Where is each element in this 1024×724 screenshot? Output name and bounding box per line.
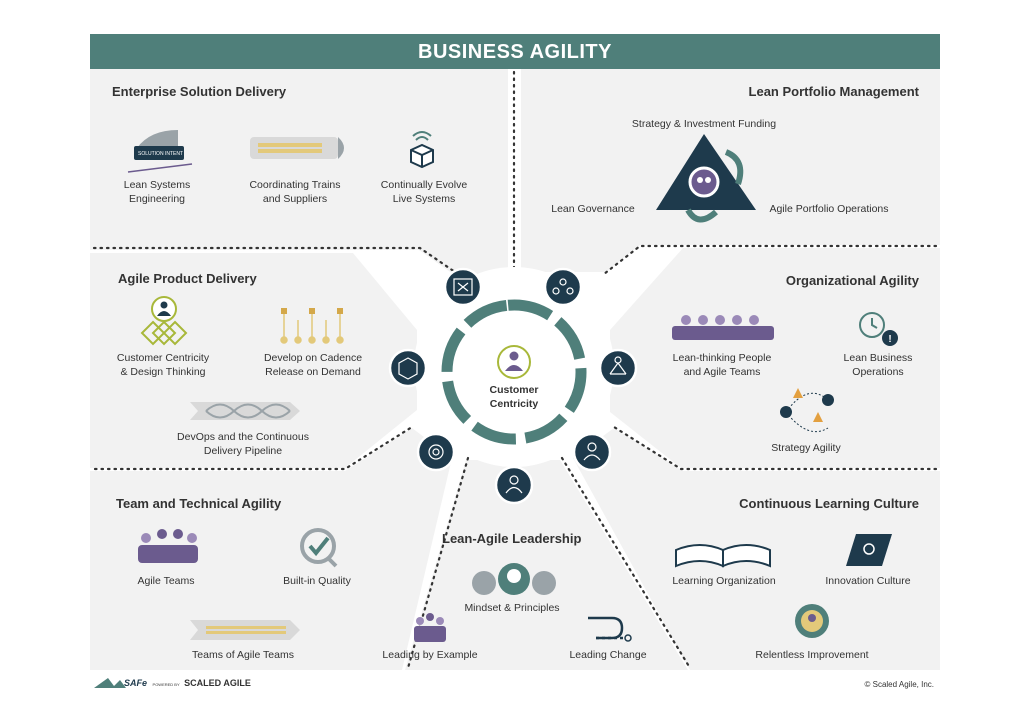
- item-teams-of-teams: Teams of Agile Teams: [192, 649, 294, 661]
- portfolio-people-icon: [543, 267, 583, 307]
- section-title-oa: Organizational Agility: [785, 273, 919, 288]
- leading-change-icon: [588, 616, 632, 642]
- team-gear-icon: [416, 432, 456, 472]
- section-title-lal: Lean-Agile Leadership: [442, 531, 582, 546]
- safe-logo-icon: [94, 678, 126, 688]
- page-title: BUSINESS AGILITY: [418, 41, 612, 63]
- item-portfolio-operations: Agile Portfolio Operations: [769, 203, 889, 215]
- copyright: © Scaled Agile, Inc.: [864, 680, 935, 689]
- live-systems-icon: [410, 131, 434, 169]
- panel-lal: [405, 460, 688, 670]
- pipeline-icon: [190, 402, 300, 420]
- footer-brand: SAFe POWERED BY SCALED AGILE: [94, 678, 251, 688]
- header-bar: [90, 34, 940, 69]
- item-built-in-quality: Built-in Quality: [283, 575, 351, 587]
- svg-text:!: !: [888, 334, 891, 345]
- item-leading-example: Leading by Example: [382, 649, 478, 661]
- relentless-improvement-icon: [795, 604, 829, 638]
- section-title-lpm: Lean Portfolio Management: [748, 84, 919, 99]
- item-agile-teams: Agile Teams: [137, 575, 195, 587]
- panel-esd: [90, 69, 508, 274]
- customer-icon: [497, 345, 531, 379]
- panel-lpm: [521, 69, 940, 272]
- section-title-apd: Agile Product Delivery: [118, 271, 257, 286]
- leadership-icon: [494, 465, 534, 505]
- item-strategy-funding: Strategy & Investment Funding: [631, 118, 777, 130]
- design-thinking-icon: [140, 296, 188, 346]
- item-lean-governance: Lean Governance: [551, 203, 635, 215]
- item-innovation-culture: Innovation Culture: [825, 575, 911, 587]
- solution-intent-label: SOLUTION INTENT: [138, 151, 184, 157]
- built-in-quality-icon: [300, 528, 338, 568]
- panel-oa: [610, 248, 940, 468]
- business-operations-icon: !: [859, 312, 898, 346]
- section-title-clc: Continuous Learning Culture: [739, 496, 919, 511]
- dvf-cube-icon: [388, 348, 428, 388]
- section-title-esd: Enterprise Solution Delivery: [112, 84, 287, 99]
- network-org-icon: [598, 348, 638, 388]
- cadence-icon: [280, 308, 344, 344]
- panel-tta: [90, 428, 452, 670]
- safe-logo-text: SAFe: [124, 678, 148, 688]
- mindset-principles-icon: [472, 563, 556, 595]
- agile-teams-icon: [138, 529, 198, 563]
- innovation-culture-icon: [846, 534, 892, 566]
- leading-by-example-icon: [414, 613, 446, 642]
- item-design-thinking: Customer Centricity& Design Thinking: [116, 352, 210, 378]
- strategy-agility-icon: [780, 388, 834, 432]
- scaled-agile-brand: SCALED AGILE: [184, 678, 251, 688]
- learning-team-icon: [572, 432, 612, 472]
- coordinating-trains-icon: [250, 137, 344, 159]
- section-title-tta: Team and Technical Agility: [116, 496, 282, 511]
- item-learning-org: Learning Organization: [672, 575, 776, 587]
- item-relentless-improvement: Relentless Improvement: [755, 649, 869, 661]
- lean-people-icon: [672, 315, 774, 340]
- portfolio-triangle-icon: [656, 134, 756, 223]
- lean-systems-icon: [127, 130, 193, 173]
- item-mindset: Mindset & Principles: [464, 602, 560, 614]
- powered-by: POWERED BY: [152, 682, 180, 687]
- teams-of-teams-icon: [190, 620, 300, 640]
- item-leading-change: Leading Change: [569, 649, 647, 661]
- learning-organization-icon: [675, 544, 771, 568]
- item-strategy-agility: Strategy Agility: [771, 442, 841, 454]
